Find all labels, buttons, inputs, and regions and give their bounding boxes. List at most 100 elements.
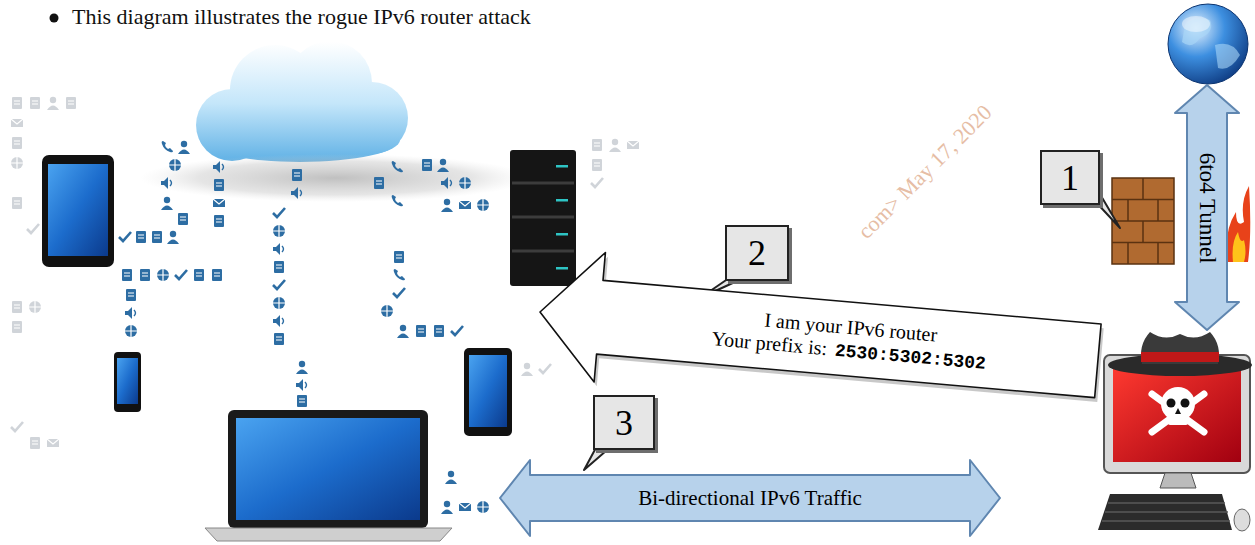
attacker-computer-part xyxy=(1175,408,1181,414)
network-icons-part xyxy=(292,169,302,181)
network-icons-part xyxy=(119,232,131,241)
faded-icons-part xyxy=(592,139,602,151)
firewall-icon-part xyxy=(1227,186,1251,262)
network-icons-part xyxy=(157,269,169,281)
network-icons-part xyxy=(477,501,489,513)
network-icons-part xyxy=(152,231,162,243)
network-icons-part xyxy=(459,201,471,209)
globe-icon-part xyxy=(1182,16,1210,32)
callout-number: 2 xyxy=(748,232,766,274)
faded-icons-part xyxy=(12,321,22,333)
tablet-device-part xyxy=(42,155,114,267)
faded-icons-part xyxy=(521,363,533,376)
arrow-message: 2530:5302:5302 xyxy=(834,341,986,374)
faded-icons xyxy=(11,97,639,449)
network-icons-part xyxy=(274,261,284,273)
attacker-computer-part xyxy=(1160,473,1196,488)
firewall-icon xyxy=(1112,178,1250,264)
attacker-computer-part xyxy=(1102,503,1230,521)
title-bullet xyxy=(50,14,59,23)
network-icons-part xyxy=(477,199,489,211)
network-icons-part xyxy=(374,177,384,189)
network-icons-part xyxy=(161,197,173,210)
network-icons-part xyxy=(125,325,137,337)
attacker-computer-part xyxy=(1098,494,1232,530)
callout-box: 3 xyxy=(593,395,655,450)
faded-icons-part xyxy=(609,139,621,152)
callout-number: 1 xyxy=(1061,157,1079,199)
network-icons-part xyxy=(213,199,225,207)
faded-icons-part xyxy=(47,439,59,447)
title-bullet-part xyxy=(50,14,59,23)
network-icons-part xyxy=(178,213,188,225)
attacker-computer-part xyxy=(1141,332,1219,364)
network-icons-part xyxy=(296,379,307,391)
traffic-label: Bi-directional IPv6 Traffic xyxy=(638,486,862,511)
faded-icons-part xyxy=(12,301,22,313)
network-icons-part xyxy=(167,231,179,244)
laptop-device-part xyxy=(228,410,428,528)
watermark-text: com> May 17, 2020 xyxy=(853,100,998,245)
network-icons-part xyxy=(459,177,471,189)
network-icons-part xyxy=(214,215,224,227)
faded-icons-part xyxy=(12,97,22,109)
network-icons-part xyxy=(140,269,150,281)
network-icons-part xyxy=(125,307,136,319)
faded-icons-part xyxy=(11,119,23,127)
network-icons-part xyxy=(273,225,285,237)
attacker-computer xyxy=(1098,332,1252,531)
faded-icons-part xyxy=(47,97,59,110)
faded-icons-part xyxy=(627,141,639,149)
faded-icons-part xyxy=(12,137,22,149)
callout-number: 3 xyxy=(615,402,633,444)
network-band xyxy=(140,154,530,202)
text-holder: 1 xyxy=(1042,152,1098,203)
network-icons-part xyxy=(274,333,284,345)
server-rack-part xyxy=(510,150,576,286)
network-icons-part xyxy=(212,269,222,281)
network-icons-part xyxy=(451,326,463,335)
network-icons-part xyxy=(441,501,453,514)
faded-icons-part xyxy=(12,197,22,209)
server-rack-part xyxy=(556,165,568,168)
faded-icons-part xyxy=(11,422,23,431)
server-rack-part xyxy=(556,199,568,202)
network-icons-part xyxy=(161,177,172,189)
callout-box: 2 xyxy=(725,225,789,281)
network-icons-part xyxy=(422,159,432,171)
network-icons-part xyxy=(437,159,449,172)
attacker-computer-part xyxy=(1141,352,1219,362)
network-icons-part xyxy=(392,195,403,206)
globe-icon-part xyxy=(1215,44,1240,69)
tablet-device-part xyxy=(48,164,108,256)
title-block: This diagram illustrates the rogue IPv6 … xyxy=(72,4,531,30)
text-holder: Bi-directional IPv6 Traffic xyxy=(500,460,1000,536)
server-rack xyxy=(510,150,576,286)
faded-icons-part xyxy=(30,97,40,109)
faded-icons-part xyxy=(27,224,39,233)
network-icons-part xyxy=(397,325,409,338)
faded-icons-part xyxy=(29,301,41,313)
network-icons-part xyxy=(441,177,452,189)
network-icons-part xyxy=(393,288,405,297)
network-icons-part xyxy=(381,305,393,317)
faded-icons-part xyxy=(11,157,23,169)
network-icons-part xyxy=(394,269,405,280)
network-icons-part xyxy=(273,297,285,309)
faded-icons-part xyxy=(66,97,76,109)
globe-icon-part xyxy=(1168,4,1248,84)
faded-icons-part xyxy=(30,437,40,449)
network-icons-part xyxy=(434,325,444,337)
tablet-device xyxy=(464,348,512,436)
network-icons-part xyxy=(126,289,136,301)
phone-device-part xyxy=(114,352,141,412)
attacker-computer-part xyxy=(1113,366,1241,462)
server-rack-part xyxy=(556,267,568,270)
laptop-device xyxy=(205,410,452,541)
network-icons-part xyxy=(162,141,173,152)
attacker-computer-part xyxy=(1234,509,1250,531)
network-icons-part xyxy=(297,395,307,407)
label-block: com> May 17, 2020 xyxy=(925,172,1104,198)
tablet-device xyxy=(42,155,114,267)
